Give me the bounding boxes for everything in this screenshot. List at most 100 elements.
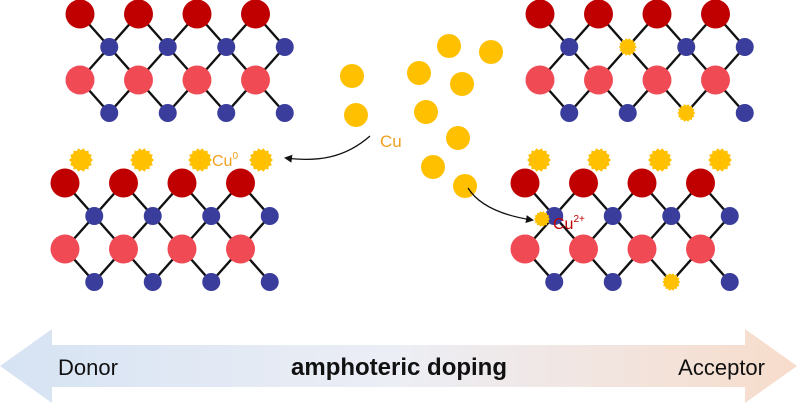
cu-interlayer-atom <box>587 148 611 172</box>
cu-to-substitution-arrow <box>467 187 534 224</box>
dark-red-atom <box>701 0 730 29</box>
blue-atom <box>720 273 739 291</box>
cu2plus-label: Cu2+ <box>553 214 585 233</box>
blue-atom <box>85 273 104 291</box>
free-copper-atoms <box>340 34 503 198</box>
blue-atom <box>618 104 637 122</box>
free-cu-atom <box>414 100 438 124</box>
dark-red-atom <box>241 0 270 29</box>
blue-atom <box>560 38 579 56</box>
blue-atom <box>735 104 754 122</box>
blue-atom <box>677 38 696 56</box>
cu0-interstitial-atom <box>69 148 93 172</box>
dark-red-atom <box>642 0 672 29</box>
bond-network <box>79 13 286 114</box>
light-red-atom <box>109 234 138 264</box>
light-red-atom <box>167 234 197 264</box>
atom-layer <box>510 168 739 291</box>
blue-atom <box>545 207 564 225</box>
bond-network <box>64 182 271 283</box>
cu-substitutional-atom <box>662 273 681 291</box>
bond-network <box>539 13 746 114</box>
light-red-atom <box>182 65 212 95</box>
dark-red-atom <box>510 168 540 198</box>
light-red-atom <box>686 234 715 264</box>
light-red-atom <box>569 234 598 264</box>
free-cu-atom <box>344 103 368 127</box>
cu-interlayer-atom <box>527 148 551 172</box>
blue-atom <box>85 207 104 225</box>
blue-atom <box>603 207 622 225</box>
blue-atom <box>603 273 622 291</box>
light-red-atom <box>510 234 540 264</box>
cu-source-label: Cu <box>380 132 402 151</box>
cu-interlayer-atom <box>648 148 672 172</box>
dark-red-atom <box>65 0 95 29</box>
free-cu-atom <box>446 126 470 150</box>
light-red-atom <box>525 65 555 95</box>
cu0-interstitial-atom <box>130 148 154 172</box>
blue-atom <box>735 38 754 56</box>
blue-atom <box>158 38 177 56</box>
blue-atom <box>545 273 564 291</box>
cu0-interstitial-atom <box>188 148 212 172</box>
dark-red-atom <box>109 168 138 198</box>
light-red-atom <box>642 65 672 95</box>
blue-atom <box>217 38 236 56</box>
blue-atom <box>143 207 162 225</box>
cu-interlayer-atom <box>708 148 732 172</box>
blue-atom <box>100 104 119 122</box>
acceptor-lattice <box>510 0 754 291</box>
blue-atom <box>202 207 221 225</box>
dark-red-atom <box>686 168 715 198</box>
blue-atom <box>260 273 279 291</box>
dark-red-atom <box>584 0 613 29</box>
dark-red-atom <box>627 168 657 198</box>
blue-atom <box>275 104 294 122</box>
amphoteric-doping-label: amphoteric doping <box>291 354 507 381</box>
dark-red-atom <box>167 168 197 198</box>
free-cu-atom <box>421 155 445 179</box>
free-cu-atom <box>340 64 364 88</box>
light-red-atom <box>627 234 657 264</box>
blue-atom <box>217 104 236 122</box>
dark-red-atom <box>525 0 555 29</box>
blue-atom <box>158 104 177 122</box>
free-cu-atom <box>479 40 503 64</box>
light-red-atom <box>50 234 80 264</box>
donor-lattice <box>50 0 294 291</box>
light-red-atom <box>241 65 270 95</box>
cu-to-interstitial-arrow <box>284 135 371 163</box>
atom-layer <box>65 0 294 122</box>
free-cu-atom <box>437 34 461 58</box>
blue-atom <box>260 207 279 225</box>
blue-atom <box>100 38 119 56</box>
dark-red-atom <box>124 0 153 29</box>
blue-atom <box>560 104 579 122</box>
free-cu-atom <box>407 61 431 85</box>
acceptor-label: Acceptor <box>678 355 765 380</box>
cu2plus-atom <box>534 211 550 227</box>
blue-atom <box>720 207 739 225</box>
doping-direction-arrow: Donor amphoteric doping Acceptor <box>0 329 797 403</box>
light-red-atom <box>226 234 255 264</box>
blue-atom <box>662 207 681 225</box>
cu-substitutional-atom <box>618 38 637 56</box>
dark-red-atom <box>569 168 598 198</box>
cu0-label: Cu0 <box>212 151 238 170</box>
atom-layer <box>525 0 754 122</box>
blue-atom <box>275 38 294 56</box>
light-red-atom <box>65 65 95 95</box>
light-red-atom <box>124 65 153 95</box>
blue-atom <box>202 273 221 291</box>
dark-red-atom <box>182 0 212 29</box>
free-cu-atom <box>450 72 474 96</box>
light-red-atom <box>701 65 730 95</box>
donor-label: Donor <box>58 355 118 380</box>
dark-red-atom <box>226 168 255 198</box>
light-red-atom <box>584 65 613 95</box>
cu0-interstitial-atom <box>249 148 273 172</box>
cu-substitutional-atom <box>677 104 696 122</box>
double-arrow-shape <box>0 329 797 403</box>
